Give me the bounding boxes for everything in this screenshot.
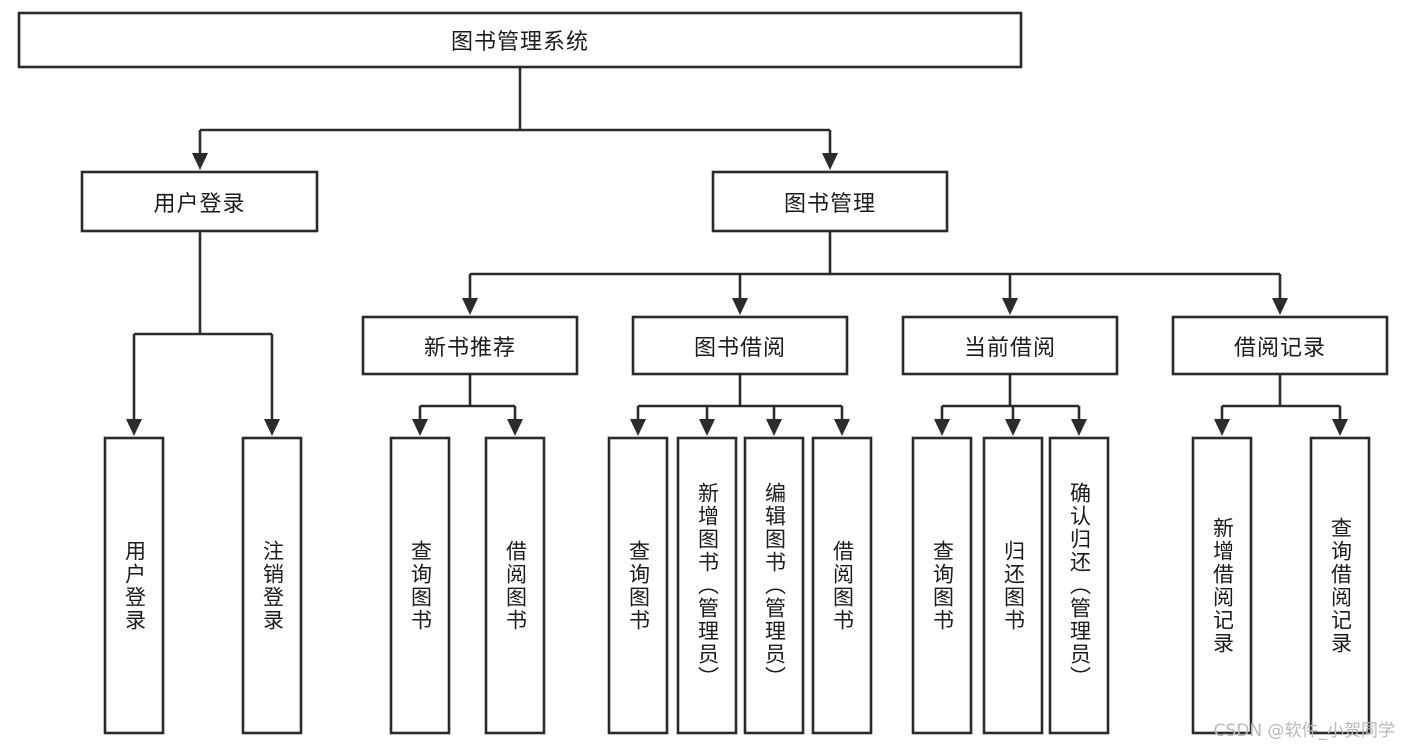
node-leaf-cur-3[interactable] <box>1048 436 1110 735</box>
node-leaf-borrow-2[interactable] <box>676 436 738 735</box>
node-leaf-borrow-4[interactable] <box>811 436 873 735</box>
node-bookmgr[interactable] <box>711 170 949 233</box>
node-leaf-borrow-1[interactable] <box>607 436 669 735</box>
node-leaf-new-2[interactable] <box>484 436 546 735</box>
edge-group-current <box>934 375 1087 436</box>
edge-group-bookmgr <box>462 232 1288 315</box>
node-leaf-login-1[interactable] <box>103 436 165 735</box>
node-leaf-new-1[interactable] <box>389 436 451 735</box>
edge-group-root <box>192 68 838 170</box>
node-records[interactable] <box>1171 315 1389 376</box>
node-leaf-cur-2[interactable] <box>982 436 1044 735</box>
watermark: CSDN @软件_小贺同学 <box>1213 721 1395 741</box>
node-root[interactable] <box>17 11 1023 69</box>
edge-group-records <box>1214 375 1348 436</box>
node-borrow[interactable] <box>631 315 849 376</box>
node-layer <box>17 11 1389 735</box>
node-leaf-cur-1[interactable] <box>911 436 973 735</box>
node-leaf-rec-2[interactable] <box>1309 436 1371 735</box>
edge-group-newbook <box>412 375 523 436</box>
node-newbook[interactable] <box>361 315 579 376</box>
node-current[interactable] <box>901 315 1119 376</box>
edge-group-borrow <box>630 375 850 436</box>
edge-layer <box>126 68 1348 436</box>
node-leaf-login-2[interactable] <box>241 436 303 735</box>
edge-group-login <box>126 232 280 436</box>
node-leaf-borrow-3[interactable] <box>743 436 805 735</box>
node-login[interactable] <box>80 170 319 233</box>
node-leaf-rec-1[interactable] <box>1191 436 1253 735</box>
